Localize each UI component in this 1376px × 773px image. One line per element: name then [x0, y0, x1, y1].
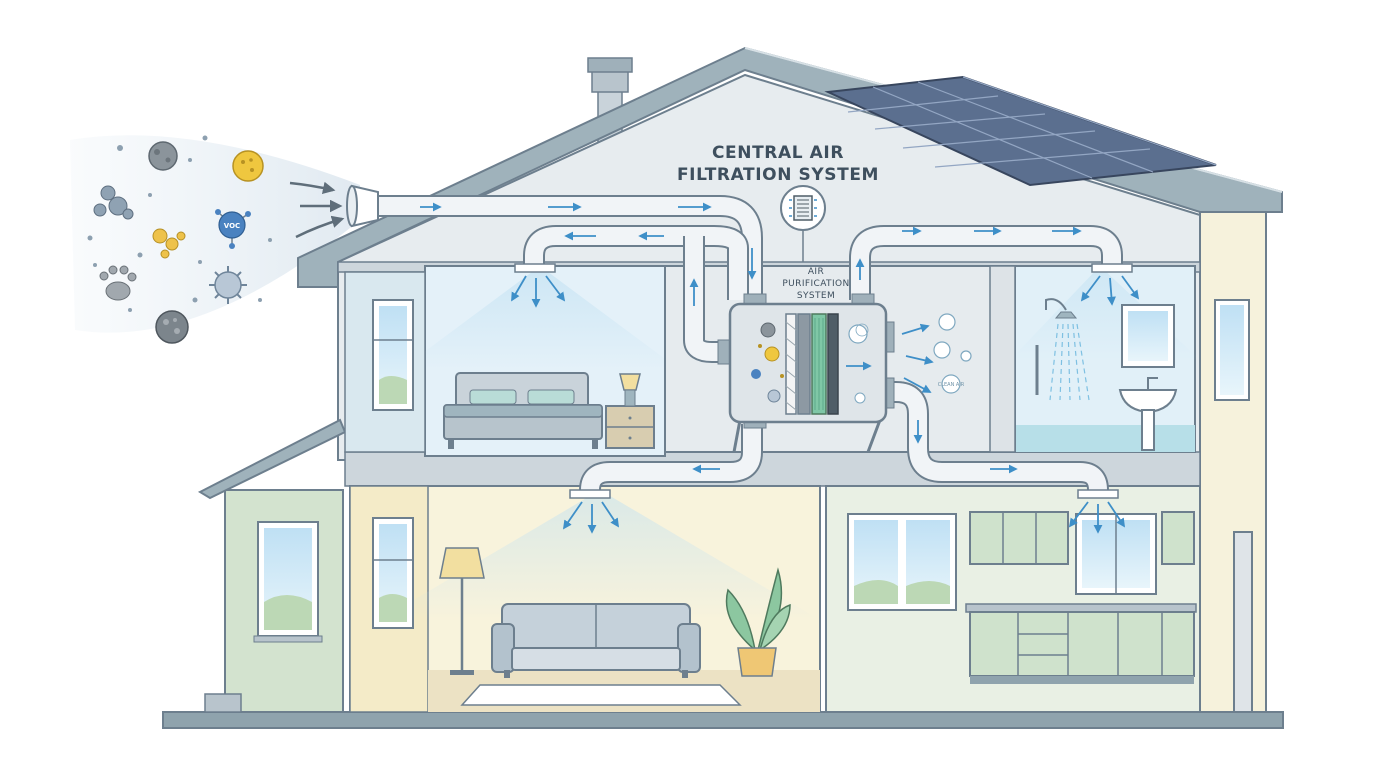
kitchen-window-right [1075, 513, 1157, 595]
bedroom [344, 265, 680, 457]
captured-pollutants [751, 322, 784, 403]
pre-filter-stage [785, 313, 797, 415]
annex-window [253, 521, 323, 643]
clean-air-bubbles: CLEAN AIR [855, 313, 972, 394]
kitchen-window-left [847, 513, 957, 611]
voc-badge: VOC [224, 222, 240, 230]
bedroom-diffuser [514, 263, 556, 273]
house [162, 46, 1284, 729]
counter-cabinets [965, 603, 1197, 684]
floor-lamp [439, 547, 485, 675]
living-room-diffuser [569, 489, 611, 499]
shower-icon [1035, 298, 1090, 401]
title-line-1: CENTRAL AIR [712, 143, 844, 163]
bathroom-mirror [1121, 304, 1175, 368]
title-line-2: FILTRATION SYSTEM [677, 165, 879, 185]
upper-cabinets [969, 511, 1195, 565]
bedroom-window [372, 299, 414, 411]
duct-flow-arrows [420, 202, 1082, 474]
kitchen [825, 485, 1201, 713]
nightstand [605, 373, 655, 449]
rug [460, 684, 742, 706]
filter-callout [780, 185, 826, 262]
intake-vent [346, 184, 379, 228]
carbon-filter-stage [797, 313, 811, 415]
ductwork [346, 184, 1133, 501]
plant-icon [725, 567, 791, 677]
bathroom [1010, 265, 1200, 453]
final-filter-stage [827, 313, 839, 415]
unit-label-line-3: SYSTEM [797, 291, 835, 301]
living-room-window [372, 517, 414, 629]
bacteria-icon [155, 310, 189, 344]
sofa [491, 603, 701, 678]
fine-particles [87, 135, 272, 312]
filter-icon [789, 195, 817, 221]
paw-print-icon [99, 265, 137, 301]
mold-spores-icon [152, 228, 186, 259]
supply-airflow-arrows [511, 275, 1140, 534]
diagram-title: CENTRAL AIR FILTRATION SYSTEM [677, 143, 879, 185]
sink-icon [1118, 377, 1178, 451]
bed [443, 372, 603, 449]
hepa-filter-stage [811, 313, 827, 415]
unit-label-line-1: AIR [808, 267, 824, 277]
voc-icon: VOC [215, 209, 251, 249]
molecule-icon [93, 185, 134, 220]
unit-label-line-2: PURIFICATION [782, 279, 849, 289]
outdoor-pollutants: VOC [70, 135, 360, 344]
pollen-icon [232, 150, 264, 182]
dust-particle-icon [148, 141, 178, 171]
living-room [349, 485, 821, 713]
kitchen-diffuser [1077, 489, 1119, 499]
clean-air-badge: CLEAN AIR [938, 382, 965, 388]
side-window-upper [1214, 299, 1250, 401]
virus-icon [209, 266, 247, 304]
solar-panel [824, 75, 1217, 187]
side-door [1233, 531, 1253, 713]
air-purification-unit [717, 293, 895, 453]
bathroom-diffuser [1091, 263, 1133, 273]
unit-label: AIR PURIFICATION SYSTEM [782, 267, 849, 301]
